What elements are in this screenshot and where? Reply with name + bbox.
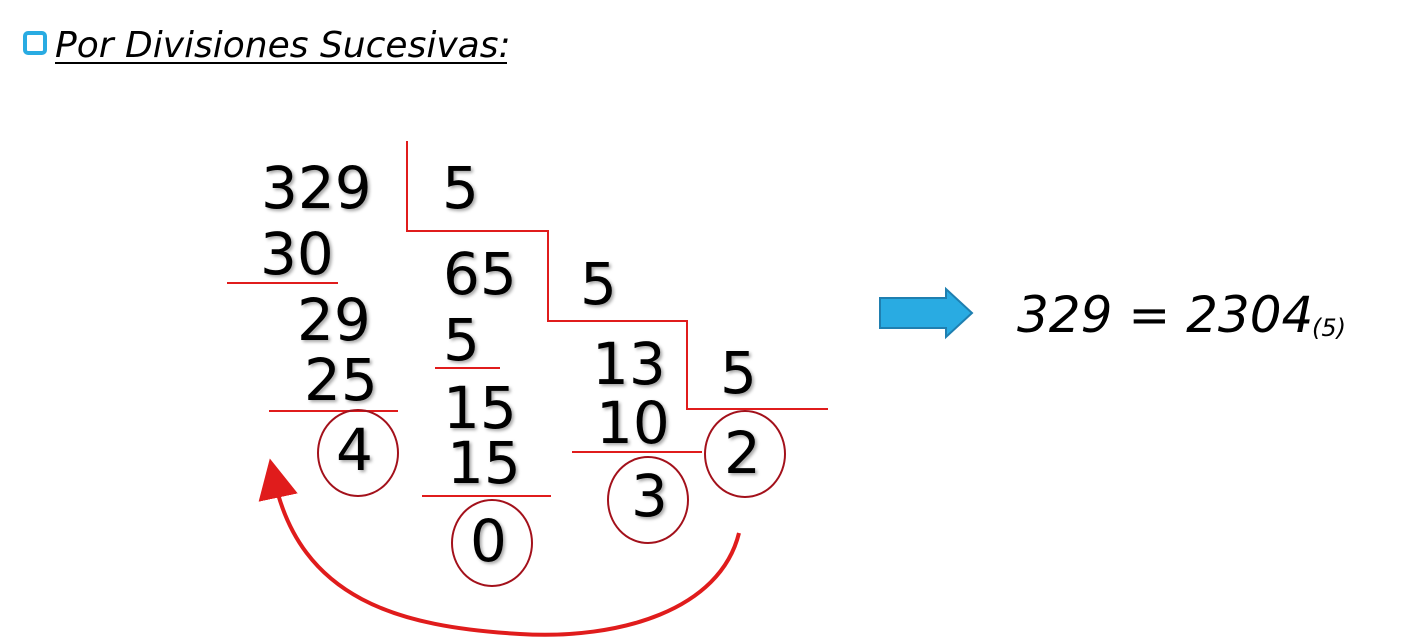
quotient: 65 xyxy=(443,240,517,308)
remainder-circle xyxy=(607,456,689,544)
product: 15 xyxy=(447,429,521,497)
remainder-circle xyxy=(317,409,399,497)
product: 25 xyxy=(304,346,378,414)
final-quotient: 2 xyxy=(724,419,761,487)
remainder: 4 xyxy=(336,416,373,484)
partial-dividend: 15 xyxy=(443,374,517,442)
right-arrow-icon xyxy=(879,286,974,340)
dividend: 329 xyxy=(261,154,372,222)
result: 329 = 2304 (5) xyxy=(1017,286,1346,344)
product: 10 xyxy=(596,389,670,457)
heading: Por Divisiones Sucesivas: xyxy=(23,25,511,66)
product: 30 xyxy=(260,220,334,288)
read-direction-arrow xyxy=(258,458,741,637)
result-base: (5) xyxy=(1312,314,1346,342)
remainder: 0 xyxy=(470,507,507,575)
remainder-circle xyxy=(451,499,533,587)
remainder-circle xyxy=(704,410,786,498)
quotient: 13 xyxy=(592,330,666,398)
division-bracket xyxy=(406,141,828,410)
result-expression: 329 = 2304 xyxy=(1017,286,1313,344)
divisor: 5 xyxy=(720,339,757,407)
square-bullet-icon xyxy=(23,31,47,55)
divisor: 5 xyxy=(442,154,479,222)
heading-text: Por Divisiones Sucesivas: xyxy=(55,25,511,66)
divisor: 5 xyxy=(580,250,617,318)
remainder: 3 xyxy=(631,462,668,530)
partial-dividend: 29 xyxy=(297,286,371,354)
product: 5 xyxy=(443,306,480,374)
